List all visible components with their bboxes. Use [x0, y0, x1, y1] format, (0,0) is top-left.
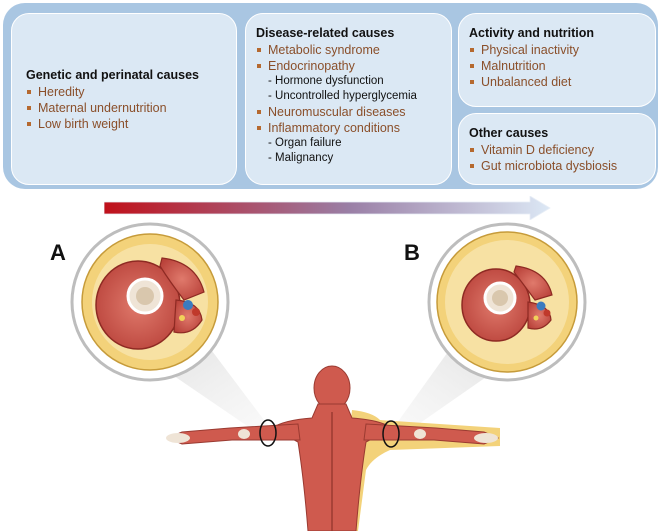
list-item: Maternal undernutrition — [26, 100, 236, 116]
list-item: Malnutrition — [469, 58, 655, 74]
activity-nutrition-title: Activity and nutrition — [469, 26, 594, 40]
panel-label-a: A — [50, 240, 66, 265]
cross-section-a — [70, 222, 230, 382]
panel-label-b: B — [404, 240, 420, 265]
region-marker-left — [259, 419, 277, 447]
list-item: Heredity — [26, 84, 236, 100]
list-item: Gut microbiota dysbiosis — [469, 158, 655, 174]
list-item: Vitamin D deficiency — [469, 142, 655, 158]
list-item: Neuromuscular diseases — [256, 104, 451, 120]
human-figure — [166, 365, 500, 531]
disease-causes-title: Disease-related causes — [256, 26, 395, 40]
list-item: Low birth weight — [26, 116, 236, 132]
sub-item: - Organ failure — [268, 137, 342, 149]
genetic-causes-title: Genetic and perinatal causes — [26, 68, 199, 82]
sub-item: - Malignancy — [268, 152, 334, 164]
list-item: Unbalanced diet — [469, 74, 655, 90]
region-marker-right — [382, 420, 400, 448]
list-item: Inflammatory conditions — [256, 120, 451, 136]
causes-panel: Genetic and perinatal causes Heredity Ma… — [3, 3, 658, 189]
list-item: Metabolic syndrome — [256, 42, 451, 58]
other-causes-box: Other causes Vitamin D deficiency Gut mi… — [458, 113, 656, 185]
anatomy-illustration — [70, 222, 587, 531]
sub-item: - Hormone dysfunction — [268, 75, 384, 87]
activity-nutrition-box: Activity and nutrition Physical inactivi… — [458, 13, 656, 107]
gradient-arrow-icon — [104, 196, 551, 220]
list-item: Physical inactivity — [469, 42, 655, 58]
disease-causes-box: Disease-related causes Metabolic syndrom… — [245, 13, 452, 185]
cross-section-b — [427, 222, 587, 382]
genetic-causes-box: Genetic and perinatal causes Heredity Ma… — [11, 13, 237, 185]
sub-item: - Uncontrolled hyperglycemia — [268, 90, 417, 102]
other-causes-title: Other causes — [469, 126, 549, 140]
list-item: Endocrinopathy — [256, 58, 451, 74]
